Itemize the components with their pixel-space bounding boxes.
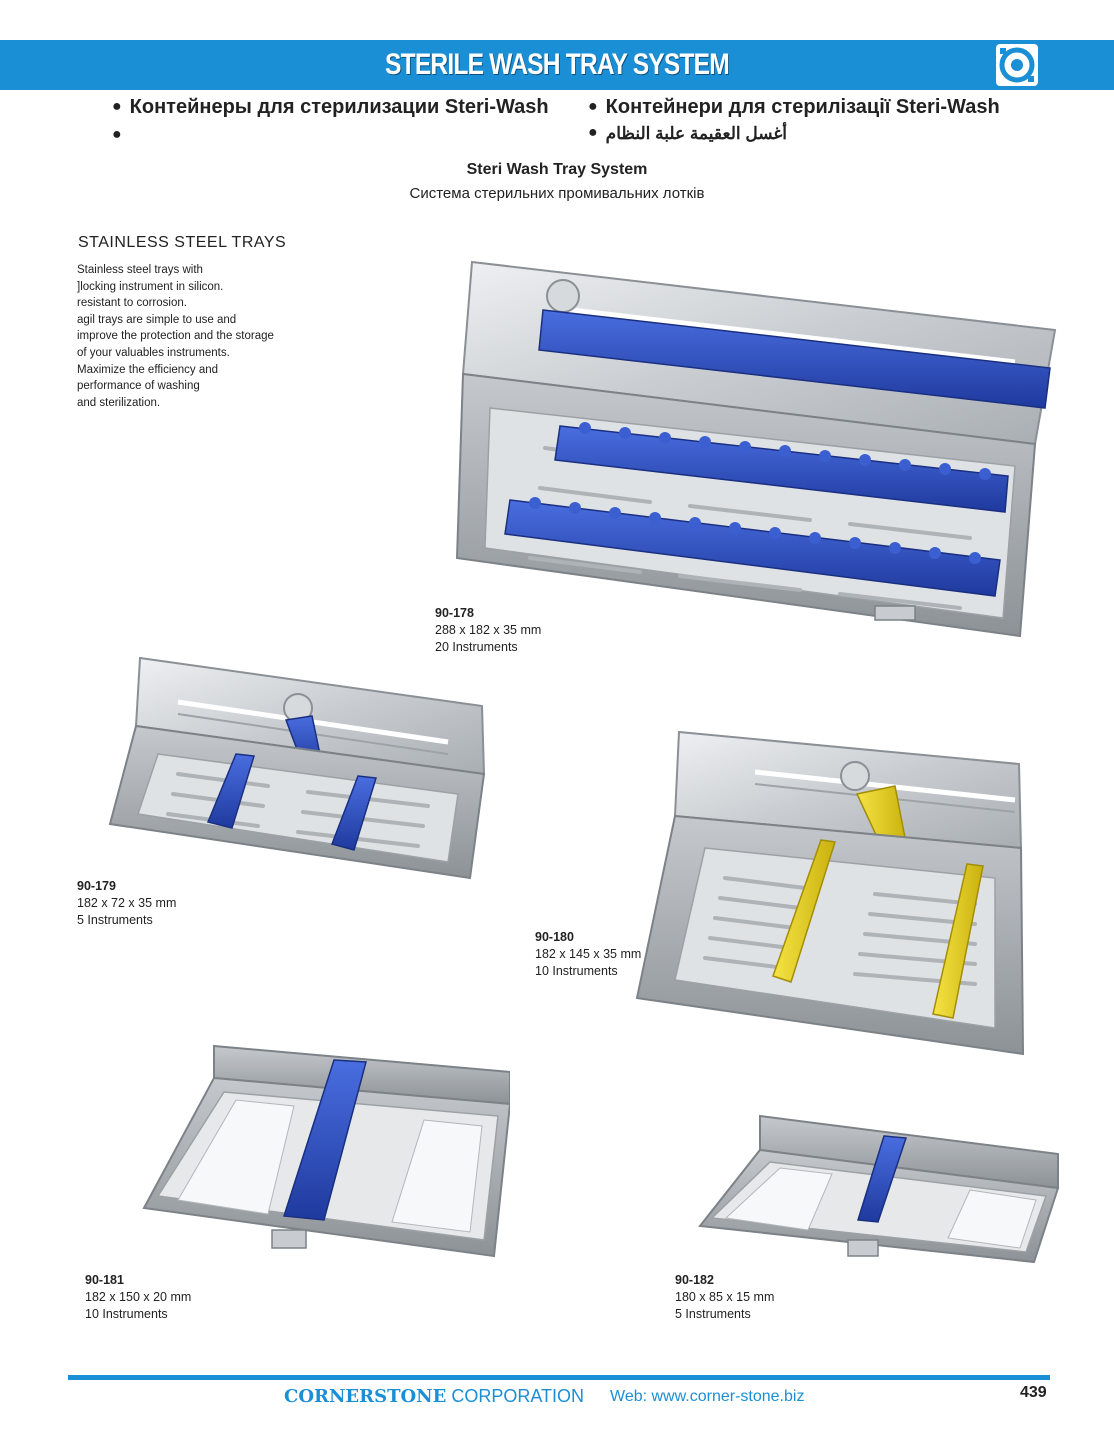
footer-company-rest: CORPORATION <box>446 1386 585 1406</box>
bullet-ukrainian-text: Контейнери для стерилізації Steri-Wash <box>605 96 1000 118</box>
product-code: 90-181 <box>85 1273 124 1287</box>
footer-company: CORNERSTONE CORPORATION <box>284 1386 584 1407</box>
page-number: 439 <box>1020 1384 1047 1401</box>
bullet-empty: ● <box>112 126 122 143</box>
product-size: 182 x 150 x 20 mm <box>85 1290 192 1304</box>
product-capacity: 5 Instruments <box>77 913 153 927</box>
description-line: ]locking instrument in silicon. <box>77 280 224 293</box>
intro-subtitle: Система стерильних промивальних лотків <box>409 185 705 202</box>
tray-image-90-179 <box>108 654 488 882</box>
caption-90-180: 90-180 182 x 145 x 35 mm 10 Instruments <box>535 929 641 980</box>
description-line: of your valuables instruments. <box>77 346 230 359</box>
footer-divider <box>68 1375 1050 1380</box>
tray-image-90-182 <box>696 1114 1060 1264</box>
product-code: 90-179 <box>77 879 116 893</box>
caption-90-181: 90-181 182 x 150 x 20 mm 10 Instruments <box>85 1272 191 1323</box>
footer-web-link[interactable]: Web: www.corner-stone.biz <box>610 1388 805 1405</box>
description-line: Maximize the efficiency and <box>77 363 219 376</box>
bullet-arabic-text: أغسل العقيمة علبة النظام <box>605 124 787 143</box>
caption-90-178: 90-178 288 x 182 x 35 mm 20 Instruments <box>435 605 541 656</box>
product-size: 182 x 72 x 35 mm <box>77 896 177 910</box>
description-line: improve the protection and the storage <box>77 330 274 343</box>
product-capacity: 10 Instruments <box>535 964 618 978</box>
bullet-russian-text: Контейнеры для стерилизации Steri-Wash <box>129 96 549 118</box>
description-line: Stainless steel trays with <box>77 264 203 276</box>
header-bar: STERILE WASH TRAY SYSTEM <box>0 40 1114 90</box>
bullet-ukrainian: ●Контейнери для стерилізації Steri-Wash <box>588 96 1000 118</box>
product-code: 90-178 <box>435 606 474 620</box>
description-line: and sterilization. <box>77 396 161 409</box>
product-capacity: 5 Instruments <box>675 1307 751 1321</box>
tray-image-90-181 <box>138 1044 512 1266</box>
product-capacity: 20 Instruments <box>435 640 518 654</box>
footer-company-bold: CORNERSTONE <box>284 1386 447 1407</box>
caption-90-179: 90-179 182 x 72 x 35 mm 5 Instruments <box>77 878 176 929</box>
product-size: 180 x 85 x 15 mm <box>675 1290 775 1304</box>
page-title: STERILE WASH TRAY SYSTEM <box>385 48 730 81</box>
tray-image-90-180 <box>635 728 1025 1058</box>
intro-title: Steri Wash Tray System <box>466 161 648 178</box>
description-line: agil trays are simple to use and <box>77 313 237 326</box>
section-heading: STAINLESS STEEL TRAYS <box>78 234 287 251</box>
description-line: resistant to corrosion. <box>77 297 187 310</box>
section-description: Stainless steel trays with ]locking inst… <box>77 262 347 411</box>
bullet-russian: ●Контейнеры для стерилизации Steri-Wash <box>112 96 549 118</box>
description-line: performance of washing <box>77 380 200 393</box>
product-code: 90-182 <box>675 1273 714 1287</box>
product-code: 90-180 <box>535 930 574 944</box>
product-size: 182 x 145 x 35 mm <box>535 947 642 961</box>
product-capacity: 10 Instruments <box>85 1307 168 1321</box>
product-size: 288 x 182 x 35 mm <box>435 623 542 637</box>
tray-image-90-178 <box>455 258 1060 638</box>
bullet-arabic: ●أغسل العقيمة علبة النظام <box>588 124 787 143</box>
cornerstone-logo-icon <box>996 44 1038 86</box>
caption-90-182: 90-182 180 x 85 x 15 mm 5 Instruments <box>675 1272 774 1323</box>
